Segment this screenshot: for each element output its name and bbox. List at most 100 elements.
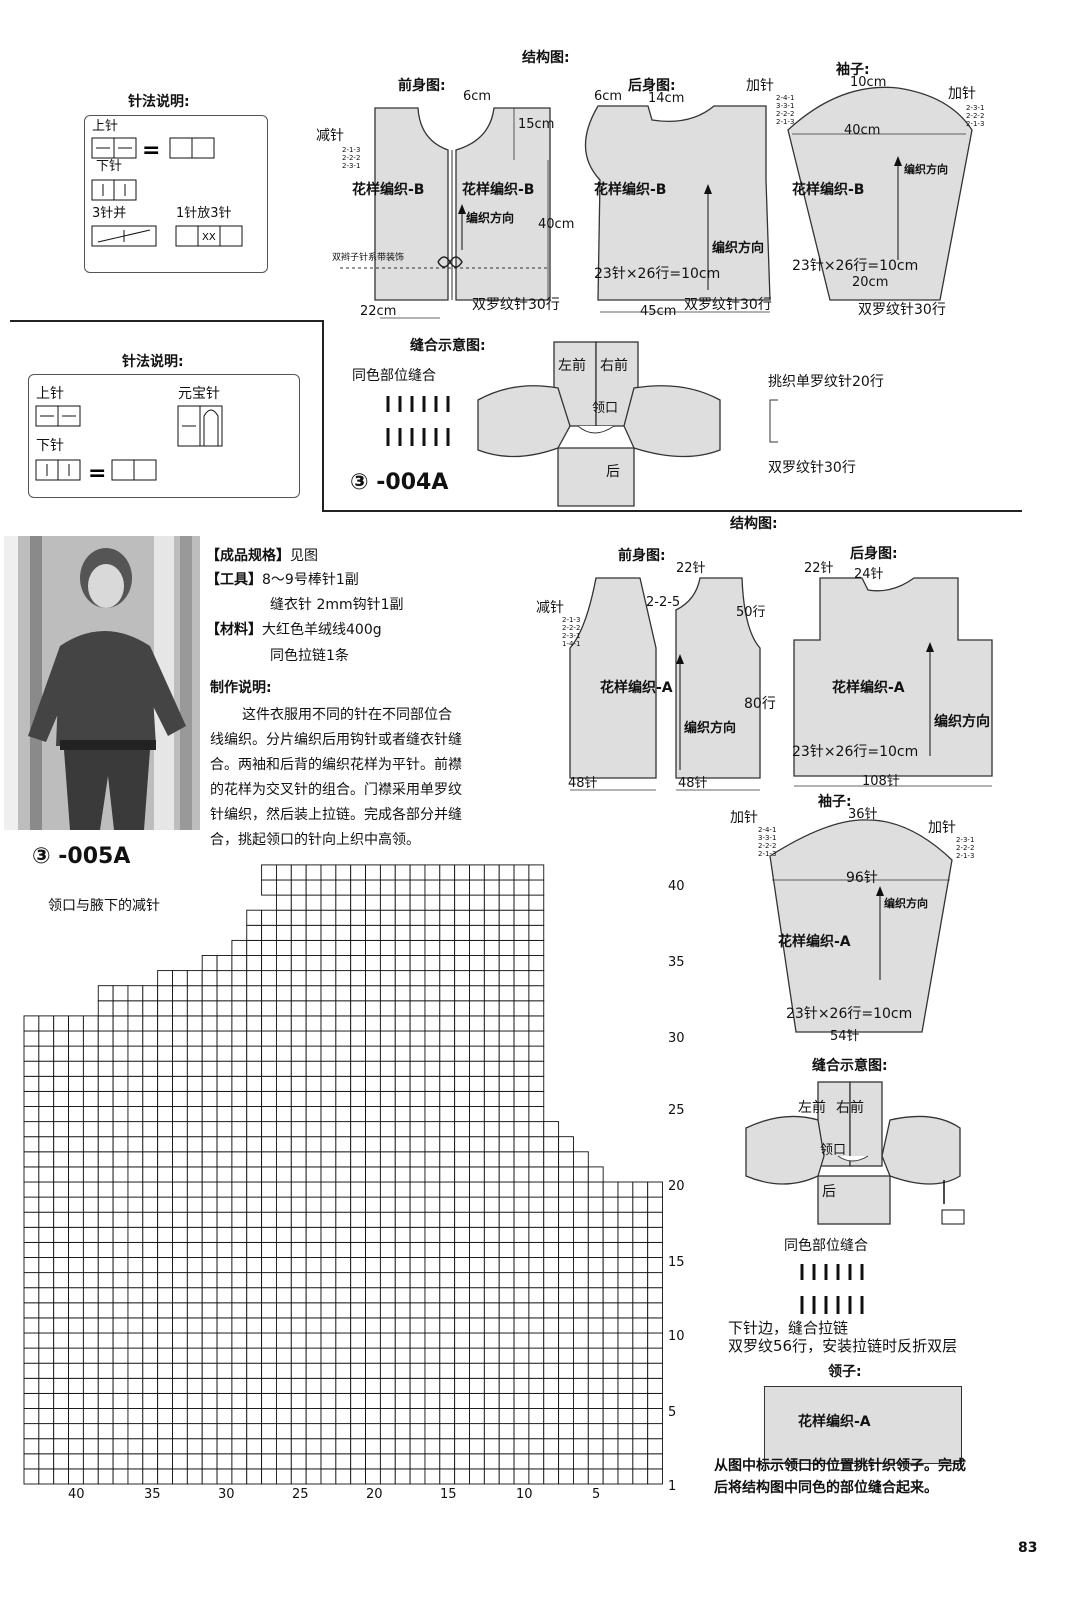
chart-cell xyxy=(647,1392,664,1409)
chart-cell xyxy=(23,1090,40,1107)
chart-cell xyxy=(290,1181,307,1198)
chart-cell xyxy=(350,1226,367,1243)
chart-cell xyxy=(320,970,337,987)
chart-cell xyxy=(469,1453,485,1470)
chart-cell xyxy=(424,1257,441,1274)
chart-cell xyxy=(350,1090,367,1107)
chart-cell xyxy=(305,1468,322,1485)
chart-cell xyxy=(127,1392,144,1409)
chart-cell xyxy=(469,1181,485,1198)
chart-cell xyxy=(513,1045,530,1062)
chart-cell xyxy=(394,1075,411,1092)
chart-cell xyxy=(379,1468,396,1485)
chart-cell xyxy=(246,1060,263,1077)
chart-cell xyxy=(454,985,470,1002)
chart-cell xyxy=(513,1332,530,1349)
chart-cell xyxy=(38,1317,55,1334)
chart-cell xyxy=(454,1151,470,1168)
chart-cell xyxy=(379,1030,396,1047)
chart-cell xyxy=(276,1045,292,1062)
chart-cell xyxy=(424,1241,441,1258)
chart-cell xyxy=(216,1347,233,1364)
chart-cell xyxy=(528,1106,545,1123)
chart-cell xyxy=(172,1075,188,1092)
chart-cell xyxy=(23,1287,40,1304)
chart-cell xyxy=(498,1106,515,1123)
chart-cell xyxy=(335,1408,352,1425)
chart-row-label: 5 xyxy=(668,1405,677,1420)
chart-cell xyxy=(587,1181,604,1198)
chart-cell xyxy=(127,1015,144,1032)
pattern-code-005a: ③ -005A xyxy=(32,844,131,869)
chart-cell xyxy=(53,1423,70,1440)
chart-cell xyxy=(379,1075,396,1092)
seam1-left-front: 左前 xyxy=(558,358,586,374)
chart-cell xyxy=(513,1166,530,1183)
chart-cell xyxy=(172,1181,188,1198)
chart-cell xyxy=(365,1423,381,1440)
chart-cell xyxy=(112,1241,129,1258)
chart-cell xyxy=(647,1211,664,1228)
chart-cell xyxy=(424,1423,441,1440)
chart-cell xyxy=(335,1151,352,1168)
chart-cell xyxy=(409,939,426,956)
chart-cell xyxy=(439,1453,456,1470)
spec-body-5: 针编织，然后装上拉链。完成各部分并缝 xyxy=(210,807,462,823)
chart-cell xyxy=(528,1241,545,1258)
chart-cell xyxy=(350,1302,367,1319)
chart-cell xyxy=(38,1226,55,1243)
chart-cell xyxy=(558,1166,574,1183)
chart-cell xyxy=(335,985,352,1002)
chart-cell xyxy=(424,1090,441,1107)
chart-cell xyxy=(276,1121,292,1138)
chart-cell xyxy=(573,1332,589,1349)
chart-cell xyxy=(305,1151,322,1168)
chart-cell xyxy=(394,1347,411,1364)
chart-cell xyxy=(157,1060,173,1077)
chart-cell xyxy=(587,1257,604,1274)
chart-cell xyxy=(305,1362,322,1379)
chart-cell xyxy=(632,1377,649,1394)
chart-cell xyxy=(201,1347,218,1364)
chart-cell xyxy=(528,939,545,956)
chart-cell xyxy=(142,1241,159,1258)
chart-cell xyxy=(513,1151,530,1168)
mid-sleeve-cuff: 54针 xyxy=(830,1029,860,1044)
mid-front-rows50: 50行 xyxy=(736,605,766,620)
mid-front-width-1: 48针 xyxy=(568,776,598,791)
chart-cell xyxy=(112,1332,129,1349)
chart-cell xyxy=(216,1377,233,1394)
chart-col-label: 40 xyxy=(68,1487,85,1502)
back-title-2: 后身图: xyxy=(850,546,898,562)
chart-cell xyxy=(305,909,322,926)
chart-cell xyxy=(439,1423,456,1440)
chart-cell xyxy=(573,1211,589,1228)
chart-cell xyxy=(439,1287,456,1304)
chart-cell xyxy=(498,1000,515,1017)
chart-cell xyxy=(365,1392,381,1409)
chart-cell xyxy=(365,879,381,896)
chart-cell xyxy=(469,1362,485,1379)
chart-cell xyxy=(186,1151,203,1168)
chart-cell xyxy=(454,1196,470,1213)
chart-cell xyxy=(543,1453,560,1470)
chart-cell xyxy=(157,1332,173,1349)
chart-cell xyxy=(23,1362,40,1379)
chart-cell xyxy=(231,970,248,987)
chart-cell xyxy=(350,1060,367,1077)
chart-cell xyxy=(172,1030,188,1047)
chart-cell xyxy=(246,1257,263,1274)
chart-cell xyxy=(261,1211,277,1228)
spec-line-1: 【成品规格】见图 xyxy=(206,548,318,564)
chart-cell xyxy=(379,1226,396,1243)
chart-cell xyxy=(186,1423,203,1440)
chart-cell xyxy=(23,1136,40,1153)
chart-cell xyxy=(528,1347,545,1364)
chart-cell xyxy=(379,1438,396,1455)
chart-cell xyxy=(186,1181,203,1198)
chart-cell xyxy=(216,1287,233,1304)
seam2-zip-marks xyxy=(941,1180,965,1225)
chart-cell xyxy=(439,1257,456,1274)
spec-body-2: 线编织。分片编织后用钩针或者缝衣针缝 xyxy=(210,732,462,748)
seam1-title: 缝合示意图: xyxy=(410,338,486,354)
